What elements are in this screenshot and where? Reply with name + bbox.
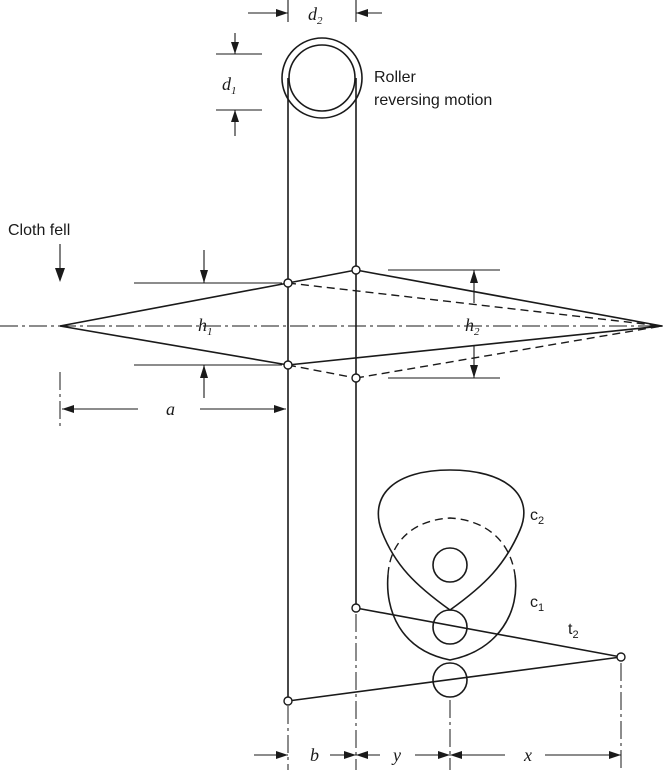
dashed-top-line bbox=[287, 282, 663, 327]
d1-arrow-bottom bbox=[231, 110, 239, 122]
dashed-bottom-left-line bbox=[287, 364, 357, 379]
h2-arrow-bottom bbox=[470, 365, 478, 378]
shed-bottom-left-line bbox=[59, 325, 289, 366]
x-arrow-right bbox=[609, 751, 621, 759]
h2-dimension: h2 bbox=[388, 269, 500, 379]
cam-c1-outline bbox=[386, 574, 517, 661]
d2-arrow-left bbox=[276, 9, 288, 17]
treadle-bowl-lower bbox=[432, 662, 468, 698]
roller-outer-circle bbox=[281, 37, 363, 119]
h2-label: h2 bbox=[465, 315, 480, 338]
cloth-fell-label: Cloth fell bbox=[8, 222, 70, 239]
treadle-bowl-upper bbox=[432, 609, 468, 645]
shed-top-right-line bbox=[355, 269, 663, 327]
a-dimension: a bbox=[59, 372, 286, 430]
d1-label: d1 bbox=[222, 74, 237, 97]
roller-caption-line2: reversing motion bbox=[374, 92, 492, 109]
h1-dimension: h1 bbox=[134, 250, 282, 398]
a-arrow-right bbox=[274, 405, 286, 413]
d2-dimension: d2 bbox=[248, 0, 382, 27]
x-arrow-left bbox=[450, 751, 462, 759]
cloth-fell-arrowhead bbox=[55, 268, 65, 282]
d2-label: d2 bbox=[308, 4, 323, 27]
y-label: y bbox=[391, 745, 401, 765]
shed-solid bbox=[59, 269, 663, 366]
front-heald-top-point bbox=[283, 278, 293, 288]
shed-top-left-line bbox=[59, 282, 289, 327]
cam-shaft-circle bbox=[432, 547, 468, 583]
cam-c1-dashed-outline bbox=[387, 517, 516, 576]
treadle-fulcrum-point bbox=[616, 652, 626, 662]
dashed-bottom-right-line bbox=[355, 325, 663, 379]
bottom-dimensions: b y x bbox=[254, 614, 622, 770]
front-treadle-point bbox=[283, 696, 293, 706]
shed-dashed bbox=[287, 282, 663, 379]
y-arrow-right bbox=[438, 751, 450, 759]
cam-c2-outline bbox=[377, 469, 525, 611]
x-label: x bbox=[523, 745, 532, 765]
c2-label: c2 bbox=[530, 507, 544, 527]
a-arrow-left bbox=[62, 405, 74, 413]
treadle-lever-upper bbox=[355, 607, 622, 658]
b-label: b bbox=[310, 745, 319, 765]
treadle-lever-lower bbox=[287, 656, 622, 702]
b-arrow-left bbox=[276, 751, 288, 759]
back-heald-top-point bbox=[351, 265, 361, 275]
c1-label: c1 bbox=[530, 594, 544, 614]
y-arrow-left bbox=[356, 751, 368, 759]
t2-label: t2 bbox=[568, 621, 579, 641]
h1-label: h1 bbox=[198, 315, 213, 338]
back-treadle-point bbox=[351, 603, 361, 613]
h2-arrow-top bbox=[470, 270, 478, 283]
front-heald-bottom-point bbox=[283, 360, 293, 370]
h1-arrow-top bbox=[200, 270, 208, 283]
a-label: a bbox=[166, 399, 175, 419]
roller-inner-circle bbox=[288, 44, 356, 112]
shed-bottom-right-line bbox=[287, 325, 663, 366]
roller bbox=[281, 37, 363, 119]
b-arrow-right bbox=[344, 751, 356, 759]
d1-dimension: d1 bbox=[216, 33, 262, 136]
d1-arrow-top bbox=[231, 42, 239, 54]
d2-arrow-right bbox=[356, 9, 368, 17]
cam-assembly: c2 c1 bbox=[377, 469, 544, 698]
shed-top-middle-line bbox=[287, 269, 357, 284]
h1-arrow-bottom bbox=[200, 365, 208, 378]
back-heald-bottom-point bbox=[351, 373, 361, 383]
roller-caption-line1: Roller bbox=[374, 69, 416, 86]
